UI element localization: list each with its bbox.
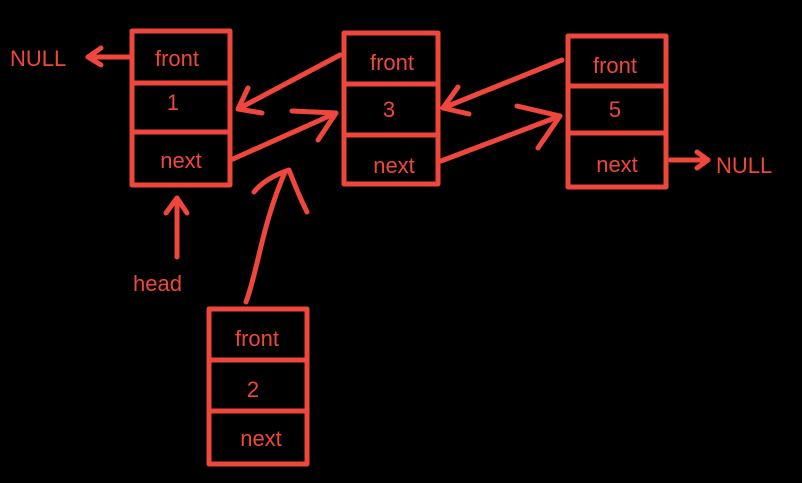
node-1-front-label: front	[155, 46, 199, 71]
node-3: front 3 next	[341, 30, 441, 187]
arrow-node5-next-to-null	[667, 149, 711, 171]
arrow-node5-front-to-node3	[440, 57, 565, 117]
head-label: head	[133, 271, 182, 296]
node-2-value: 2	[247, 377, 259, 402]
node-1-next-label: next	[160, 148, 202, 173]
arrow-node3-next-to-node5	[438, 103, 563, 164]
arrow-node1-next-to-node3	[230, 108, 339, 162]
node-2-box	[206, 306, 310, 467]
node-2: front 2 next	[206, 306, 310, 467]
null-left-label: NULL	[10, 46, 66, 71]
node-1: front 1 next	[129, 28, 233, 188]
node-3-box	[341, 30, 441, 187]
node-3-front-label: front	[370, 50, 414, 75]
null-right-label: NULL	[716, 153, 772, 178]
node-3-value: 3	[383, 97, 395, 122]
node-2-next-label: next	[240, 426, 282, 451]
arrow-node2-front-to-node1-next	[243, 167, 310, 305]
node-1-box	[129, 28, 233, 188]
node-5-value: 5	[609, 97, 621, 122]
arrow-node3-front-to-node1	[235, 52, 343, 116]
arrow-node1-front-to-null	[85, 45, 133, 68]
node-5-box	[565, 33, 669, 190]
node-2-front-label: front	[235, 326, 279, 351]
node-5-front-label: front	[593, 53, 637, 78]
node-1-value: 1	[167, 90, 179, 115]
node-5-next-label: next	[596, 152, 638, 177]
arrow-head-to-node1	[163, 195, 190, 260]
node-5: front 5 next	[565, 33, 669, 190]
node-3-next-label: next	[373, 153, 415, 178]
